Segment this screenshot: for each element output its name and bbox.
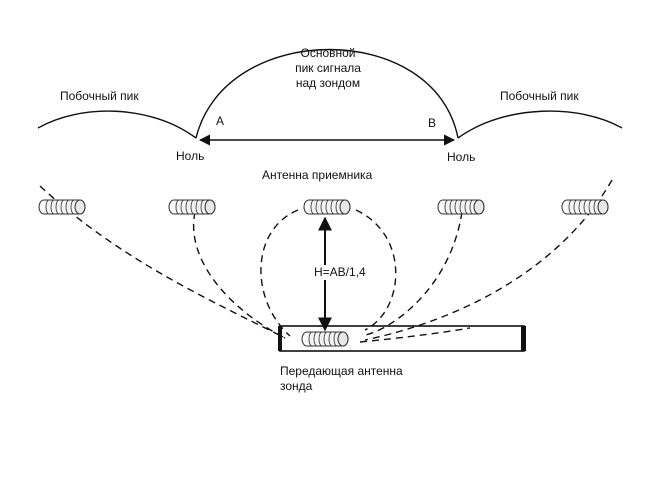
null-right-label: Ноль	[447, 150, 476, 164]
antenna-coil-icon	[38, 199, 86, 215]
main-peak-curve	[195, 48, 459, 139]
main-peak-line-3: над зондом	[295, 76, 361, 90]
side-peak-right-label: Побочный пик	[500, 89, 579, 103]
null-left-label: Ноль	[176, 149, 205, 163]
transmitter-antenna-label: Передающая антенна зонда	[280, 364, 403, 394]
antenna-coil-icon	[301, 331, 349, 347]
field-line-center-left	[260, 209, 299, 337]
main-peak-line-2: пик сигнала	[295, 61, 361, 75]
height-formula-label: H=AB/1,4	[312, 265, 368, 280]
side-peak-right-curve	[457, 110, 623, 139]
main-peak-label: Основной пик сигнала над зондом	[270, 46, 386, 91]
side-peak-left-curve	[37, 110, 197, 139]
antenna-coil-icon	[303, 199, 351, 215]
transmitter-line-1: Передающая антенна	[280, 364, 403, 378]
probe-end-cap-right	[521, 326, 526, 351]
transmitter-line-2: зонда	[280, 379, 313, 393]
field-line-left	[192, 211, 286, 339]
point-b-label: B	[428, 116, 437, 130]
field-line-right	[364, 211, 463, 336]
side-peak-left-label: Побочный пик	[60, 89, 139, 103]
probe-end-cap-left	[278, 326, 282, 351]
antenna-coil-icon	[168, 199, 216, 215]
field-line-horizontal	[359, 327, 471, 343]
main-peak-line-1: Основной	[300, 46, 356, 60]
point-a-label: A	[216, 114, 225, 128]
antenna-coil-icon	[561, 199, 609, 215]
field-line-center-right	[355, 209, 397, 331]
antenna-coil-icon	[437, 199, 485, 215]
receiver-antenna-label: Антенна приемника	[262, 168, 373, 182]
